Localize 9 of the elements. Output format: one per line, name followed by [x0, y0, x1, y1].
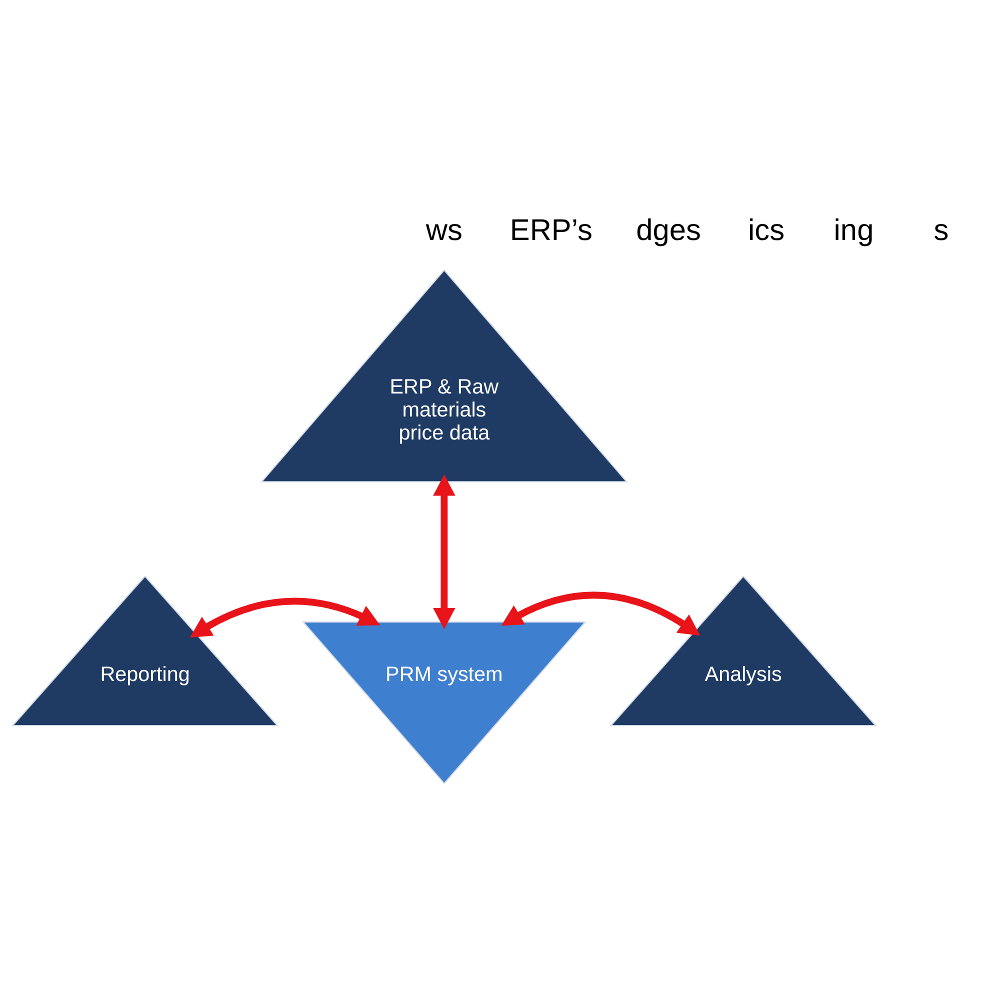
label: dges	[636, 214, 701, 248]
label: ics	[748, 214, 785, 248]
arrow	[501, 592, 700, 636]
label: ERP’s	[510, 214, 592, 248]
arrow	[433, 474, 456, 630]
label: ws	[426, 214, 462, 248]
label: ing	[834, 214, 874, 248]
label: s	[934, 214, 949, 248]
arrow	[190, 598, 380, 638]
